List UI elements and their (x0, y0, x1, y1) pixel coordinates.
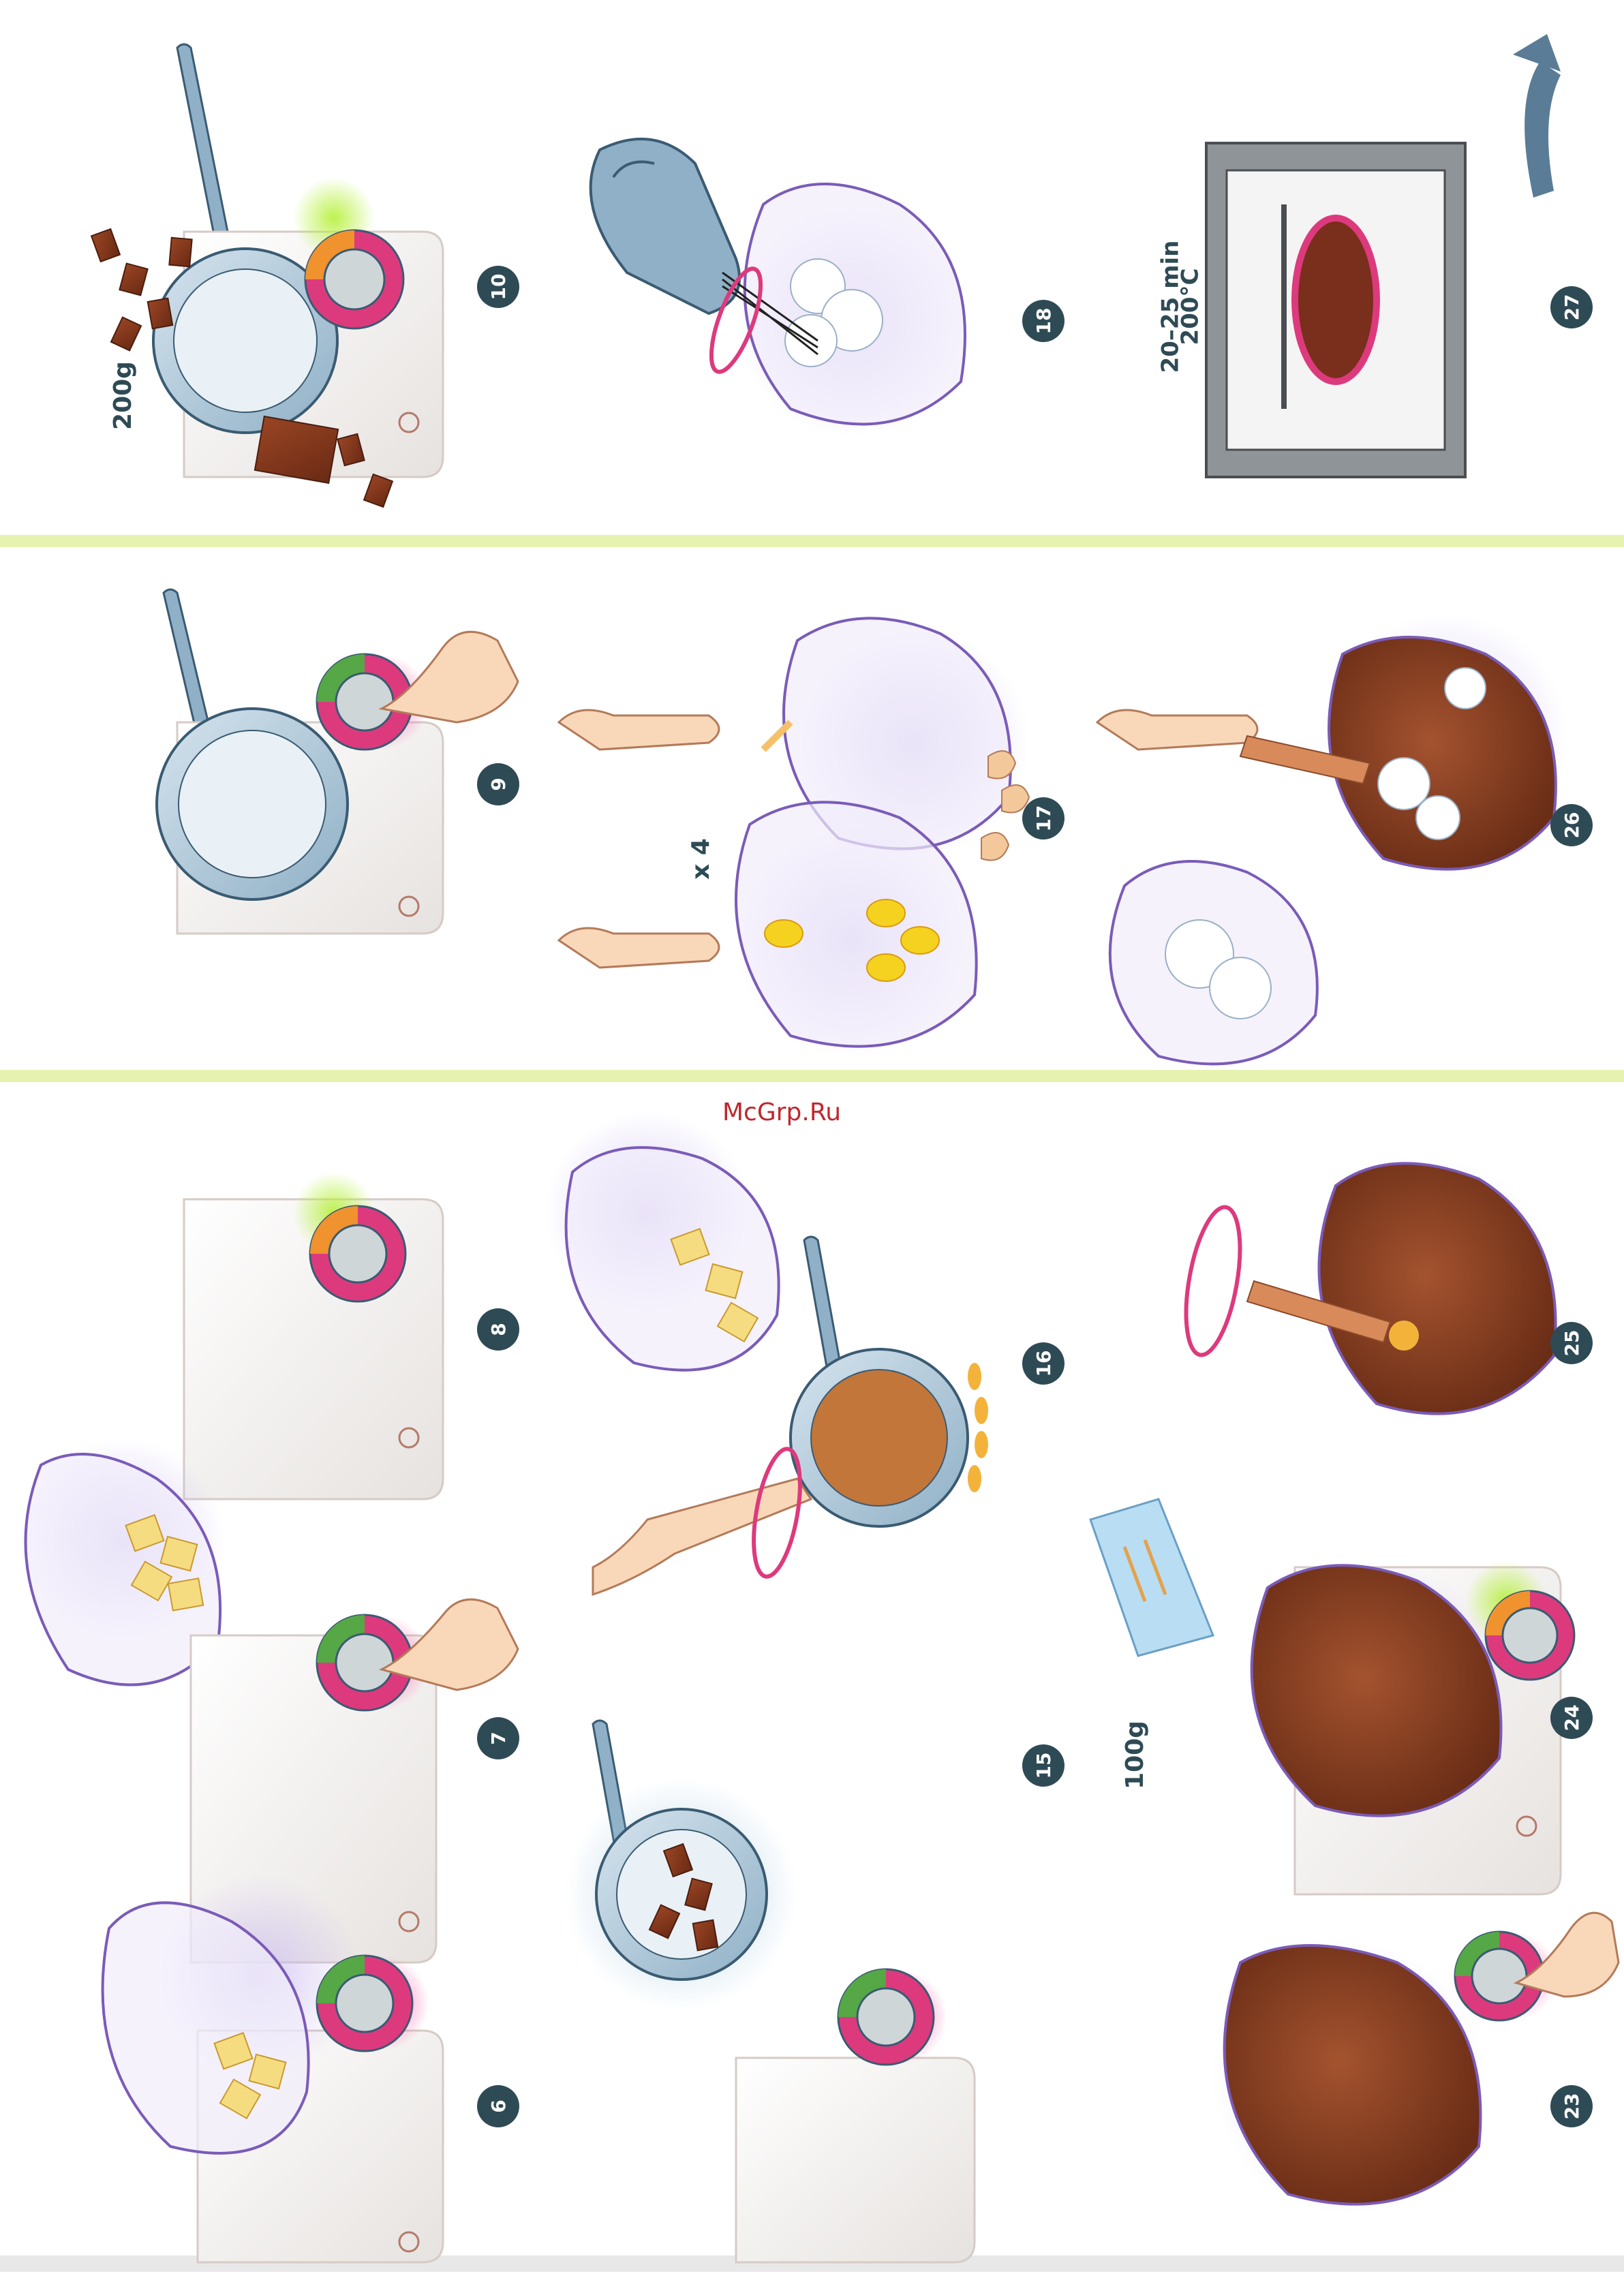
step-16-badge: 16 (1022, 1342, 1064, 1385)
step-17-illustration (559, 618, 1029, 1056)
step-6-badge: 6 (477, 2085, 519, 2127)
step-16-illustration (545, 1111, 988, 1595)
step-24-illustration (1090, 1499, 1574, 1894)
step-15-illustration (566, 1721, 975, 2262)
step-23-illustration (1213, 1913, 1619, 2215)
step-8-illustration (184, 1172, 443, 1499)
step-25-badge: 25 (1550, 1322, 1593, 1364)
step-27-badge: 27 (1550, 286, 1593, 328)
step-18-badge: 18 (1022, 300, 1064, 342)
step-27-illustration (1206, 34, 1561, 477)
eggs-count-label: x 4 (687, 838, 715, 880)
bake-temp-label: 200°C (1176, 268, 1204, 345)
step-23-badge: 23 (1550, 2085, 1593, 2127)
step-7-badge: 7 (477, 1717, 519, 1759)
step-26-illustration (1097, 613, 1567, 1064)
step-10-badge: 10 (477, 266, 519, 308)
step-8-badge: 8 (477, 1308, 519, 1351)
step-17-badge: 17 (1022, 797, 1064, 840)
row-divider-2 (0, 1070, 1624, 1082)
step-25-illustration (1176, 1158, 1555, 1414)
step-9-badge: 9 (477, 763, 519, 805)
step-18-illustration (591, 139, 968, 436)
step-26-badge: 26 (1550, 804, 1593, 846)
chocolate-weight-label: 200g (109, 361, 137, 430)
watermark: McGrp.Ru (722, 1098, 841, 1126)
row-divider-1 (0, 535, 1624, 547)
step-9-illustration (157, 589, 518, 934)
step-24-badge: 24 (1550, 1697, 1593, 1739)
flour-weight-label: 100g (1121, 1721, 1149, 1789)
step-15-badge: 15 (1022, 1744, 1064, 1787)
